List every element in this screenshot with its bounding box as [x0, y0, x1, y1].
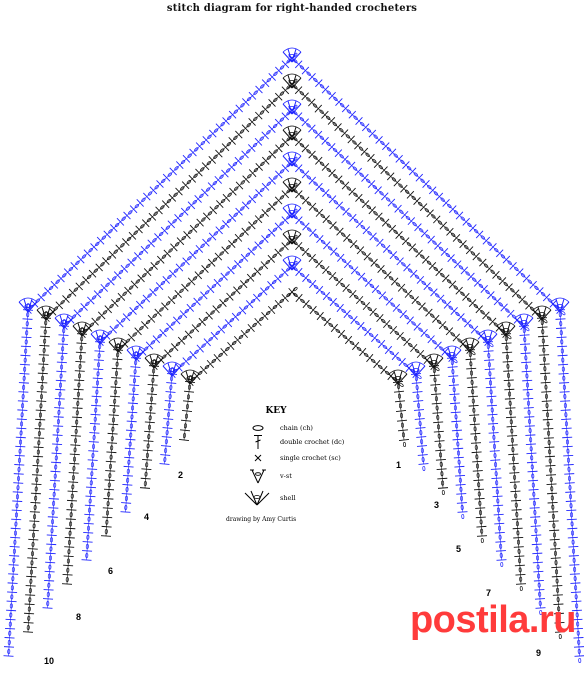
- apex-shell-6: [282, 151, 302, 167]
- key-item-shell: shell: [236, 490, 386, 506]
- corner-shell-left-9: [36, 305, 56, 321]
- corner-shell-right-4: [442, 345, 462, 361]
- apex-shell-2: [282, 255, 302, 271]
- shell-icon: [244, 490, 270, 506]
- double-crochet-icon: [254, 435, 262, 449]
- corner-shell-left-8: [54, 313, 74, 329]
- row-label-left-6: 6: [108, 566, 114, 576]
- key-item-chain: chain (ch): [236, 420, 386, 436]
- apex-shell-10: [282, 47, 302, 63]
- apex-shell-8: [282, 99, 302, 115]
- row-label-left-2: 2: [178, 470, 184, 480]
- crochet-row-10: [3, 52, 584, 664]
- watermark: postila.ru: [409, 599, 577, 641]
- diagram-title: stitch diagram for right-handed crochete…: [166, 3, 418, 14]
- key-item-double-crochet: double crochet (dc): [236, 434, 386, 450]
- corner-shell-left-5: [108, 337, 128, 353]
- crochet-row-5: [100, 182, 488, 544]
- corner-shell-left-7: [72, 321, 92, 337]
- crochet-row-9: [22, 78, 566, 640]
- v-stitch-icon: [250, 469, 266, 484]
- crochet-row-7: [61, 130, 527, 592]
- row-label-right-9: 9: [536, 648, 542, 658]
- corner-shell-right-9: [532, 305, 552, 321]
- corner-shell-right-2: [406, 361, 426, 377]
- row-label-right-1: 1: [396, 460, 402, 470]
- corner-shell-left-4: [126, 345, 146, 361]
- key-item-v-stitch: v-st: [236, 468, 386, 484]
- apex-shell-3: [282, 229, 302, 245]
- corner-shell-left-10: [18, 297, 38, 313]
- row-label-right-5: 5: [456, 544, 462, 554]
- corner-shell-right-3: [424, 353, 444, 369]
- row-label-left-8: 8: [76, 612, 82, 622]
- key-heading: KEY: [265, 406, 287, 416]
- crochet-row-6: [81, 156, 507, 568]
- apex-shell-9: [282, 73, 302, 89]
- crochet-row-1: [178, 286, 410, 448]
- apex-shell-4: [282, 203, 302, 219]
- row-label-right-7: 7: [486, 588, 492, 598]
- corner-shell-right-10: [550, 297, 570, 313]
- row-label-right-3: 3: [434, 500, 440, 510]
- corner-shell-left-1: [180, 369, 200, 385]
- corner-shell-left-6: [90, 329, 110, 345]
- key-item-single-crochet: single crochet (sc): [236, 450, 386, 466]
- corner-shell-right-7: [496, 321, 516, 337]
- apex-shell-7: [282, 125, 302, 141]
- credit-line: drawing by Amy Curtis: [226, 516, 297, 523]
- apex-shell-5: [282, 177, 302, 193]
- corner-shell-right-5: [460, 337, 480, 353]
- corner-shell-right-8: [514, 313, 534, 329]
- corner-shell-left-2: [162, 361, 182, 377]
- row-label-left-10: 10: [44, 656, 55, 666]
- crochet-row-8: [42, 104, 546, 616]
- chain-icon: [252, 425, 264, 431]
- corner-shell-right-6: [478, 329, 498, 345]
- row-label-left-4: 4: [144, 512, 150, 522]
- single-crochet-icon: [254, 454, 262, 462]
- corner-shell-left-3: [144, 353, 164, 369]
- corner-shell-right-1: [388, 369, 408, 385]
